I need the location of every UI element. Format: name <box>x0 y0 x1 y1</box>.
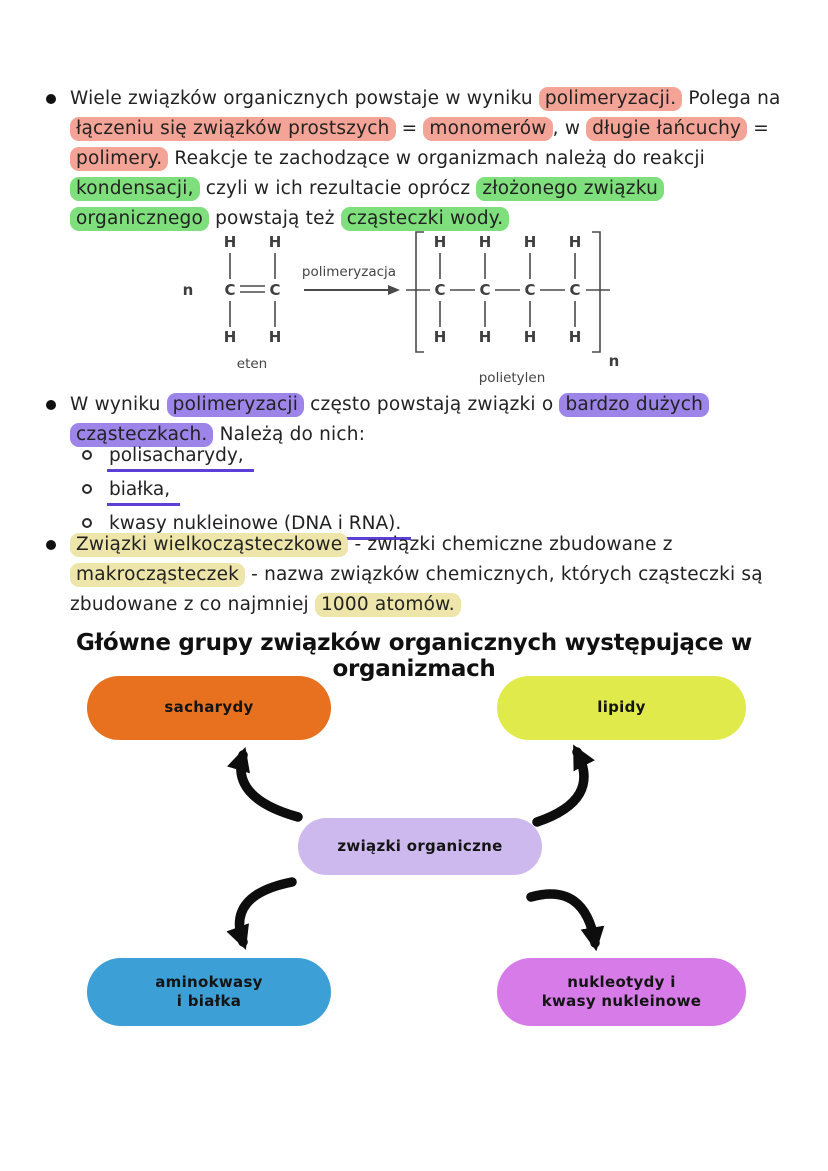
list-item: polisacharydy, <box>82 444 411 474</box>
text-run: czyli w ich rezultacie oprócz <box>199 178 477 199</box>
highlighted-text: kondensacji, <box>70 177 200 201</box>
bullet-item-large-molecules: W wyniku polimeryzacji często powstają z… <box>46 390 792 450</box>
atom-h: H <box>569 328 582 346</box>
atom-h: H <box>269 328 282 346</box>
text-run: , w <box>552 118 587 139</box>
subscript-n: n <box>609 352 620 370</box>
text-run: powstają też <box>209 208 341 229</box>
atom-h: H <box>434 328 447 346</box>
bullet-dot <box>46 540 56 550</box>
circle-bullet <box>82 450 92 460</box>
highlighted-text: monomerów <box>423 117 553 141</box>
list-item-label: polisacharydy, <box>107 444 254 472</box>
list-item-label: białka, <box>107 478 181 506</box>
highlighted-text: łączeniu się związków prostszych <box>70 117 396 141</box>
atom-h: H <box>224 233 237 251</box>
arrow-to-lipidy <box>532 744 595 827</box>
text-run: = <box>395 118 424 139</box>
polymerization-reaction-figure: n C C H H H H eten polimeryzacja <box>168 220 630 388</box>
arrow-to-sacharydy <box>227 746 303 822</box>
atom-c: C <box>479 281 490 299</box>
highlighted-text: cząsteczki wody. <box>340 207 510 231</box>
node-nukleotydy-kwasy: nukleotydy i kwasy nukleinowe <box>497 958 746 1026</box>
atom-c: C <box>434 281 445 299</box>
atom-h: H <box>269 233 282 251</box>
bullet-item-macromolecules: Związki wielkocząsteczkowe - związki che… <box>46 530 792 620</box>
text-run: W wyniku <box>70 394 167 415</box>
node-sacharydy: sacharydy <box>87 676 331 740</box>
text-run: Wiele związków organicznych powstaje w w… <box>70 88 539 109</box>
product-label: polietylen <box>479 370 546 386</box>
highlighted-text: makrocząsteczek <box>70 563 246 587</box>
scheme-arrows <box>226 744 605 952</box>
text-run: - nazwa związków chemicznych, których cz… <box>70 564 763 615</box>
circle-bullet <box>82 518 92 528</box>
circle-bullet <box>82 484 92 494</box>
reaction-arrow: polimeryzacja <box>302 264 400 295</box>
atom-c: C <box>524 281 535 299</box>
bullet-text: Wiele związków organicznych powstaje w w… <box>70 84 792 234</box>
node-lipidy: lipidy <box>497 676 746 740</box>
arrow-head <box>388 285 400 295</box>
atom-h: H <box>479 233 492 251</box>
atom-c: C <box>269 281 280 299</box>
highlighted-text: polimeryzacji. <box>538 87 683 111</box>
highlighted-text: polimeryzacji <box>166 393 305 417</box>
bullet-dot <box>46 94 56 104</box>
text-run: = <box>747 118 769 139</box>
bullet-text: Związki wielkocząsteczkowe - związki che… <box>70 530 792 620</box>
text-run: Polega na <box>682 88 781 109</box>
text-run: Należą do nich: <box>213 424 366 445</box>
arrow-to-nukleotydy <box>526 889 605 952</box>
reaction-svg: n C C H H H H eten polimeryzacja <box>183 231 620 386</box>
atom-h: H <box>569 233 582 251</box>
bullet-item-polymerization: Wiele związków organicznych powstaje w w… <box>46 84 792 234</box>
scheme-title: Główne grupy związków organicznych wystę… <box>76 630 752 682</box>
reactant-label: eten <box>237 356 267 372</box>
bullet-text: W wyniku polimeryzacji często powstają z… <box>70 390 792 450</box>
atom-c: C <box>569 281 580 299</box>
text-run: często powstają związki o <box>304 394 560 415</box>
text-run: Reakcje te zachodzące w organizmach nale… <box>168 148 705 169</box>
left-bracket <box>415 231 424 353</box>
node-aminokwasy-bialka: aminokwasy i białka <box>87 958 331 1026</box>
highlighted-text: 1000 atomów. <box>314 593 461 617</box>
reaction-label: polimeryzacja <box>302 264 396 280</box>
atom-h: H <box>224 328 237 346</box>
highlighted-text: Związki wielkocząsteczkowe <box>70 533 349 557</box>
polyethylene-structure: C C C C H H H H H H H H <box>406 231 620 386</box>
atom-h: H <box>524 328 537 346</box>
ethene-structure: n C C H H H H eten <box>183 233 282 372</box>
bullet-dot <box>46 400 56 410</box>
highlighted-text: długie łańcuchy <box>586 117 748 141</box>
right-bracket <box>592 231 601 353</box>
atom-h: H <box>479 328 492 346</box>
arrow-to-aminokwasy <box>226 877 297 950</box>
node-zwiazki-organiczne: związki organiczne <box>298 818 542 875</box>
organic-compounds-scheme: sacharydy lipidy związki organiczne amin… <box>0 668 828 1030</box>
atom-c: C <box>224 281 235 299</box>
atom-h: H <box>434 233 447 251</box>
text-run: - związki chemiczne zbudowane z <box>348 534 673 555</box>
list-item: białka, <box>82 478 411 508</box>
highlighted-text: polimery. <box>70 147 169 171</box>
atom-h: H <box>524 233 537 251</box>
coefficient-n: n <box>183 281 194 299</box>
